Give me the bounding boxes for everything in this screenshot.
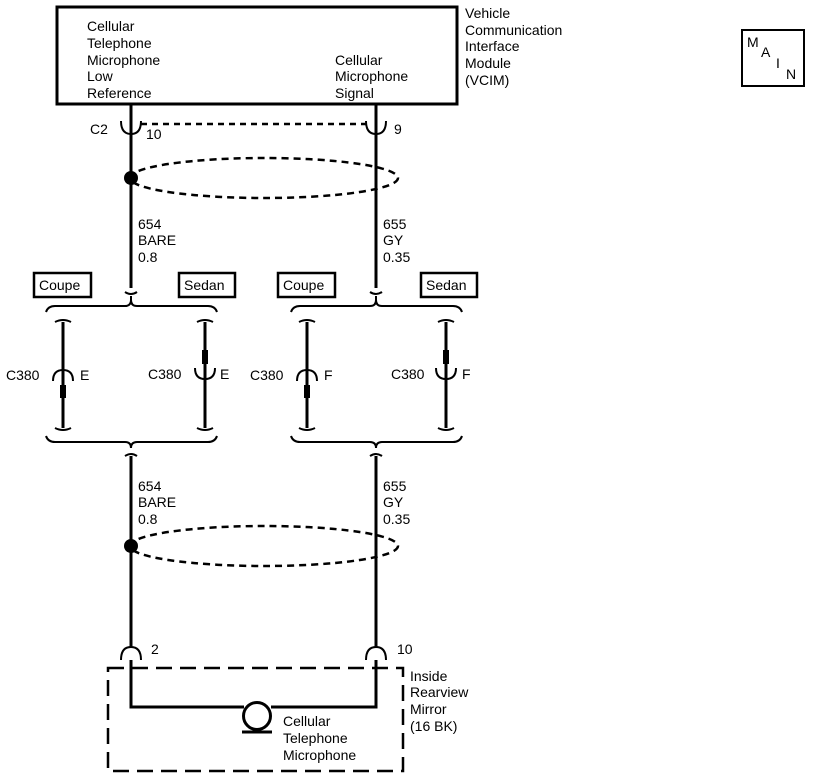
connector-c380-e-sedan: C380 E (148, 366, 229, 382)
wire-655-lower-label: 655 GY 0.35 (383, 478, 410, 527)
option-left-sedan: Sedan (177, 271, 237, 299)
main-badge-m: M (747, 34, 759, 50)
option-label: Sedan (184, 277, 224, 293)
wire-color: BARE (138, 494, 176, 510)
option-right-sedan: Sedan (419, 271, 479, 299)
vcim-pin-right-line: Microphone (335, 68, 408, 84)
vcim-connector-label: C2 (90, 121, 108, 137)
connector-cup-mirror-right (365, 645, 387, 661)
microphone-label: Cellular Telephone Microphone (283, 713, 356, 763)
wire-color: GY (383, 494, 404, 510)
connector-pin: E (220, 366, 229, 382)
wire-color: BARE (138, 232, 176, 248)
vcim-module-box (55, 5, 459, 106)
main-badge-a: A (761, 44, 771, 60)
wire-654-lower-label: 654 BARE 0.8 (138, 478, 180, 527)
mirror-internal-wire (129, 660, 244, 709)
wire-circuit: 654 (138, 478, 162, 494)
vcim-pin-right-line: Signal (335, 85, 374, 101)
connector-cup-mirror-left (120, 645, 142, 661)
mirror-internal-wire (271, 660, 378, 709)
vcim-name-line: Communication (465, 22, 562, 38)
microphone-icon (242, 701, 272, 734)
wire-gauge: 0.35 (383, 249, 410, 265)
mirror-name-line: Inside (410, 668, 448, 684)
option-left-coupe: Coupe (32, 271, 93, 299)
wire-gauge: 0.35 (383, 511, 410, 527)
option-right-coupe: Coupe (276, 271, 337, 299)
vcim-pin-right-desc: Cellular Microphone Signal (335, 52, 412, 101)
connector-c380-e-coupe: C380 E (6, 367, 89, 383)
vcim-pin-left-line: Cellular (87, 18, 135, 34)
option-label: Coupe (39, 277, 80, 293)
connector-pin: F (462, 366, 471, 382)
wire-gauge: 0.8 (138, 511, 158, 527)
connector-c380-f-coupe: C380 F (250, 367, 333, 383)
wire-gauge: 0.8 (138, 249, 158, 265)
connector-name: C380 (148, 366, 182, 382)
wire-circuit: 654 (138, 216, 162, 232)
connector-c380-f-sedan: C380 F (391, 366, 471, 382)
connector-name: C380 (250, 367, 284, 383)
microphone-label-line: Microphone (283, 747, 356, 763)
vcim-name-line: Interface (465, 38, 520, 54)
mirror-pin-right-number: 10 (397, 641, 413, 657)
vcim-pin-left-line: Reference (87, 85, 152, 101)
mirror-pin-left-number: 2 (151, 641, 159, 657)
connector-pin: E (80, 367, 89, 383)
vcim-pin-right-number: 9 (394, 121, 402, 137)
wire-circuit: 655 (383, 478, 407, 494)
splice-network-654 (45, 291, 218, 457)
vcim-pin-left-number: 10 (146, 126, 162, 142)
vcim-pin-left-line: Telephone (87, 35, 152, 51)
vcim-pin-left-line: Microphone (87, 52, 160, 68)
vcim-component-name: Vehicle Communication Interface Module (… (465, 5, 566, 88)
wire-circuit: 655 (383, 216, 407, 232)
main-badge: M A I N (741, 29, 805, 87)
vcim-name-line: Vehicle (465, 5, 510, 21)
vcim-pin-right-line: Cellular (335, 52, 383, 68)
main-badge-i: I (776, 55, 780, 71)
main-badge-n: N (786, 66, 796, 82)
vcim-name-line: (VCIM) (465, 72, 509, 88)
wire-654-upper-label: 654 BARE 0.8 (138, 216, 180, 265)
twisted-pair-shield-lower (128, 524, 400, 568)
connector-name: C380 (6, 367, 40, 383)
microphone-label-line: Cellular (283, 713, 331, 729)
vcim-pin-left-desc: Cellular Telephone Microphone Low Refere… (87, 18, 164, 101)
connector-pin: F (324, 367, 333, 383)
option-label: Sedan (426, 277, 466, 293)
mirror-component-box (106, 666, 405, 773)
mirror-component-name: Inside Rearview Mirror (16 BK) (410, 668, 472, 734)
wire-color: GY (383, 232, 404, 248)
connector-name: C380 (391, 366, 425, 382)
splice-network-655 (290, 291, 463, 457)
twisted-pair-shield-upper (128, 156, 400, 200)
mirror-name-line: Rearview (410, 684, 469, 700)
option-label: Coupe (283, 277, 324, 293)
vcim-name-line: Module (465, 55, 511, 71)
vcim-pin-left-line: Low (87, 68, 114, 84)
mirror-name-line: (16 BK) (410, 718, 457, 734)
microphone-label-line: Telephone (283, 730, 348, 746)
mirror-name-line: Mirror (410, 701, 447, 717)
wire-655-upper-label: 655 GY 0.35 (383, 216, 410, 265)
